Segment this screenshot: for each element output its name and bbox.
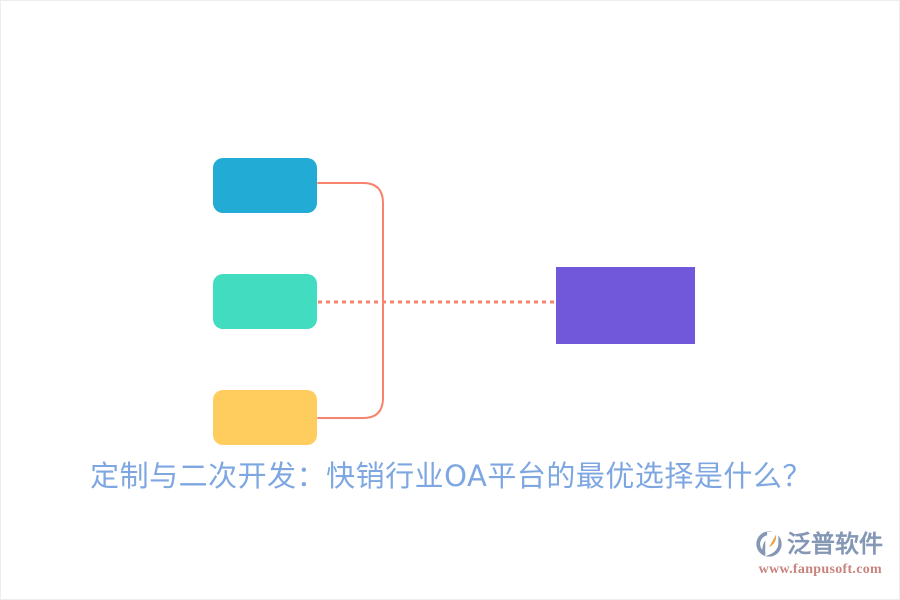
- connector-bracket-bottom: [317, 387, 384, 419]
- watermark-url: www.fanpusoft.com: [758, 562, 882, 577]
- diagram-node-blue[interactable]: [213, 158, 317, 213]
- watermark: 泛普软件 www.fanpusoft.com: [751, 527, 883, 585]
- diagram-node-purple[interactable]: [556, 267, 695, 344]
- fanpu-swoosh-logo-icon: [756, 531, 782, 557]
- watermark-brand-row: 泛普软件: [751, 527, 883, 561]
- watermark-brand-text: 泛普软件: [787, 530, 883, 558]
- page-title: 定制与二次开发：快销行业OA平台的最优选择是什么？: [90, 459, 812, 493]
- connector-bracket-top: [317, 182, 384, 216]
- diagram-node-yellow[interactable]: [213, 390, 317, 445]
- diagram-node-teal[interactable]: [213, 274, 317, 329]
